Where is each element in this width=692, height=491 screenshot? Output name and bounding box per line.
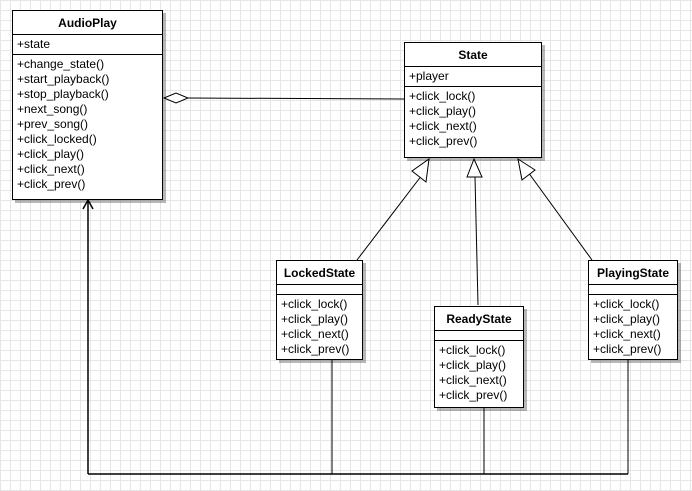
method: +click_prev(): [593, 342, 662, 356]
method: +next_song(): [17, 102, 88, 116]
class-lockedstate-attributes: [277, 285, 362, 295]
method: +click_lock(): [593, 297, 660, 311]
method: +click_prev(): [281, 342, 350, 356]
method: +click_lock(): [281, 297, 348, 311]
class-readystate-attributes: [435, 331, 523, 341]
method: +stop_playback(): [17, 87, 109, 101]
class-lockedstate-name: LockedState: [277, 261, 362, 285]
association-arrowhead: [82, 198, 94, 210]
generalization-line-lockedstate: [356, 174, 423, 261]
class-lockedstate[interactable]: LockedState +click_lock() +click_play() …: [276, 260, 363, 360]
class-readystate-methods: +click_lock() +click_play() +click_next(…: [435, 341, 523, 405]
class-audioplay-methods: +change_state() +start_playback() +stop_…: [13, 55, 162, 194]
aggregation-diamond: [162, 92, 190, 104]
class-audioplay-name: AudioPlay: [13, 11, 162, 35]
method: +click_next(): [593, 327, 661, 341]
method: +click_next(): [409, 119, 477, 133]
method: +click_locked(): [17, 132, 97, 146]
method: +click_next(): [281, 327, 349, 341]
method: +change_state(): [17, 57, 105, 71]
class-audioplay-attributes: +state: [13, 35, 162, 55]
method: +click_next(): [17, 162, 85, 176]
class-playingstate-methods: +click_lock() +click_play() +click_next(…: [589, 295, 677, 359]
method: +click_lock(): [409, 89, 476, 103]
class-readystate[interactable]: ReadyState +click_lock() +click_play() +…: [434, 306, 524, 408]
method: +click_prev(): [439, 388, 508, 402]
generalization-line-playingstate: [527, 171, 593, 261]
generalization-arrowhead-playingstate: [517, 157, 536, 181]
generalization-arrowhead-readystate: [466, 157, 483, 178]
method: +click_lock(): [439, 343, 506, 357]
method: +click_play(): [593, 312, 661, 326]
class-playingstate-name: PlayingState: [589, 261, 677, 285]
class-lockedstate-methods: +click_lock() +click_play() +click_next(…: [277, 295, 362, 359]
method: +click_play(): [439, 358, 507, 372]
class-state-name: State: [405, 43, 541, 67]
aggregation-line: [186, 97, 405, 100]
attribute: +player: [409, 69, 449, 83]
attribute: +state: [17, 37, 51, 51]
method: +click_play(): [17, 147, 85, 161]
method: +prev_song(): [17, 117, 89, 131]
class-state-attributes: +player: [405, 67, 541, 87]
class-playingstate-attributes: [589, 285, 677, 295]
class-state[interactable]: State +player +click_lock() +click_play(…: [404, 42, 542, 158]
method: +click_play(): [281, 312, 349, 326]
generalization-line-readystate: [474, 176, 479, 306]
method: +click_play(): [409, 104, 477, 118]
method: +start_playback(): [17, 72, 110, 86]
method: +click_prev(): [409, 134, 478, 148]
class-readystate-name: ReadyState: [435, 307, 523, 331]
class-state-methods: +click_lock() +click_play() +click_next(…: [405, 87, 541, 151]
method: +click_next(): [439, 373, 507, 387]
class-audioplay[interactable]: AudioPlay +state +change_state() +start_…: [12, 10, 163, 200]
class-playingstate[interactable]: PlayingState +click_lock() +click_play()…: [588, 260, 678, 360]
method: +click_prev(): [17, 177, 86, 191]
generalization-arrowhead-lockedstate: [411, 157, 430, 183]
